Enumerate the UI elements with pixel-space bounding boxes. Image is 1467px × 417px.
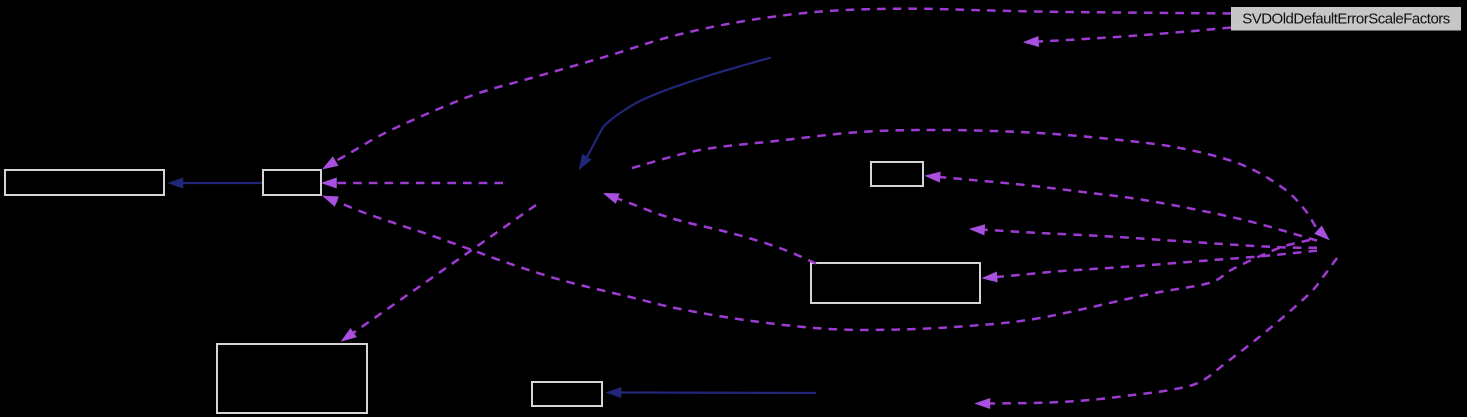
svg-text:SVDOldDefaultErrorScaleFactors: SVDOldDefaultErrorScaleFactors bbox=[1242, 11, 1450, 28]
